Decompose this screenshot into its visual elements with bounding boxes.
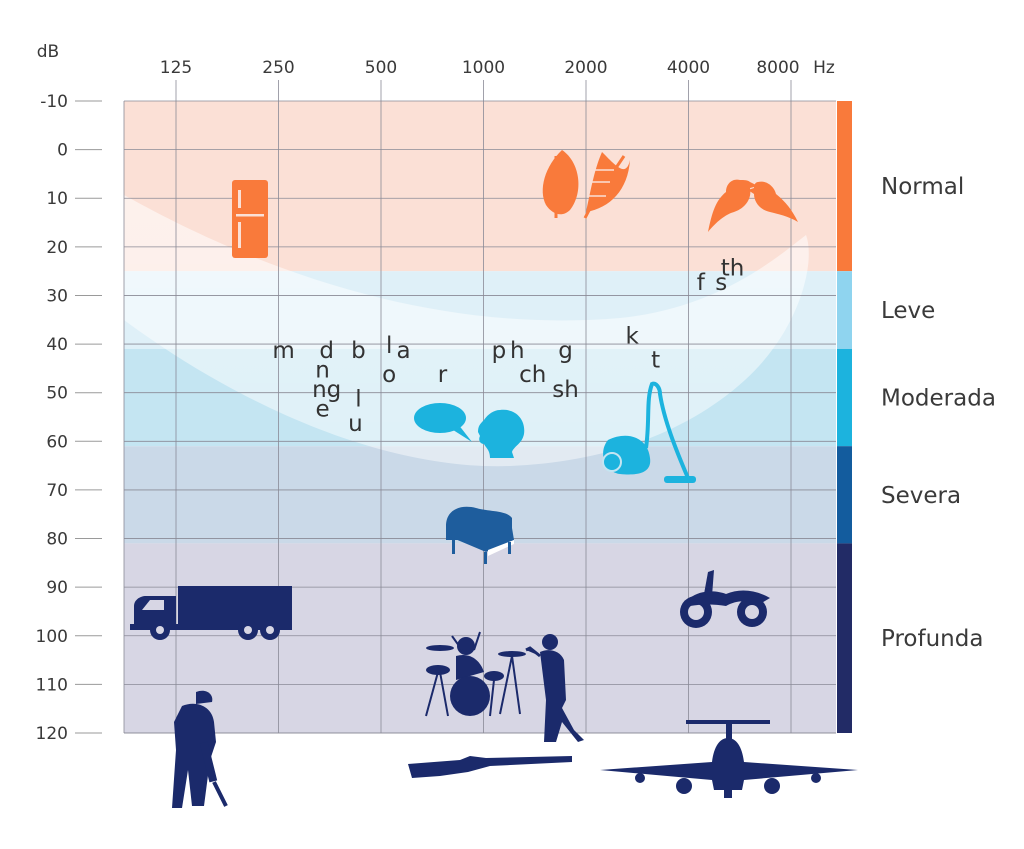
db-tick-label: -10 [40, 92, 68, 112]
severity-label-profunda: Profunda [881, 626, 983, 652]
phoneme-label: l [355, 387, 361, 413]
phoneme-label: g [558, 338, 573, 364]
refrigerator-icon [232, 180, 268, 258]
birds-icon [708, 179, 798, 232]
phoneme-label: l [386, 333, 392, 359]
db-tick-label: 120 [36, 724, 68, 744]
drummer-icon [425, 631, 526, 717]
freq-tick-label: 500 [365, 58, 397, 78]
phoneme-label: th [721, 255, 745, 281]
phoneme-label: p [492, 338, 507, 364]
db-tick-label: 50 [46, 384, 68, 404]
severity-segment-moderada [837, 348, 852, 447]
phoneme-label: a [396, 338, 410, 364]
db-tick-label: 10 [46, 189, 68, 209]
db-tick-label: 0 [57, 141, 68, 161]
phoneme-label: h [510, 338, 525, 364]
db-unit-label: dB [37, 42, 59, 62]
decibel-axis: -10 0 10 20 30 40 50 60 70 80 90 100 110 120 [36, 92, 68, 744]
phoneme-label: d [319, 338, 334, 364]
phoneme-label: s [715, 270, 727, 296]
jackhammer-worker-icon [172, 690, 228, 808]
phoneme-label: f [697, 270, 706, 296]
leaves-icon [542, 150, 630, 219]
phoneme-label: u [348, 411, 363, 437]
truck-icon [130, 586, 292, 640]
freq-tick-label: 4000 [667, 58, 710, 78]
piano-icon [446, 506, 514, 564]
db-tick-label: 40 [46, 335, 68, 355]
phoneme-label: ng [312, 377, 341, 403]
vacuum-cleaner-icon [602, 381, 696, 483]
severity-label-severa: Severa [881, 483, 961, 509]
phoneme-label: k [625, 323, 639, 349]
freq-tick-label: 125 [160, 58, 192, 78]
db-tick-label: 30 [46, 286, 68, 306]
freq-tick-label: 1000 [462, 58, 505, 78]
phoneme-label: t [651, 348, 660, 374]
speech-bubble-icon [414, 403, 472, 442]
motorcycle-icon [680, 570, 770, 628]
singer-icon [525, 634, 584, 742]
rifle-icon [408, 756, 572, 778]
db-tick-label: 100 [36, 627, 68, 647]
phoneme-label: m [272, 338, 294, 364]
db-tick-label: 80 [46, 530, 68, 550]
freq-tick-label: 250 [262, 58, 294, 78]
severity-segment-profunda [837, 543, 852, 733]
phoneme-label: n [315, 357, 330, 383]
severity-label-leve: Leve [881, 298, 935, 324]
phoneme-label: e [315, 396, 329, 422]
severity-segment-leve [837, 271, 852, 349]
phoneme-label: b [351, 338, 366, 364]
db-tick-label: 60 [46, 432, 68, 452]
freq-tick-label: 8000 [756, 58, 799, 78]
airplane-icon [600, 720, 858, 798]
severity-bar [837, 101, 852, 733]
phoneme-label: sh [552, 377, 579, 403]
phoneme-label: r [438, 362, 448, 388]
frequency-axis: 125 250 500 1000 2000 4000 8000 [160, 58, 800, 78]
severity-segment-severa [837, 446, 852, 544]
severity-label-moderada: Moderada [881, 386, 996, 412]
hz-unit-label: Hz [813, 58, 835, 78]
phoneme-label: o [382, 362, 396, 388]
head-profile-icon [478, 409, 525, 458]
db-tick-label: 20 [46, 238, 68, 258]
severity-label-normal: Normal [881, 174, 964, 200]
severity-segment-normal [837, 101, 852, 272]
speech-banana [124, 195, 809, 467]
freq-tick-label: 2000 [564, 58, 607, 78]
db-tick-label: 70 [46, 481, 68, 501]
phoneme-label: ch [519, 362, 546, 388]
db-tick-label: 90 [46, 578, 68, 598]
db-tick-label: 110 [36, 675, 68, 695]
